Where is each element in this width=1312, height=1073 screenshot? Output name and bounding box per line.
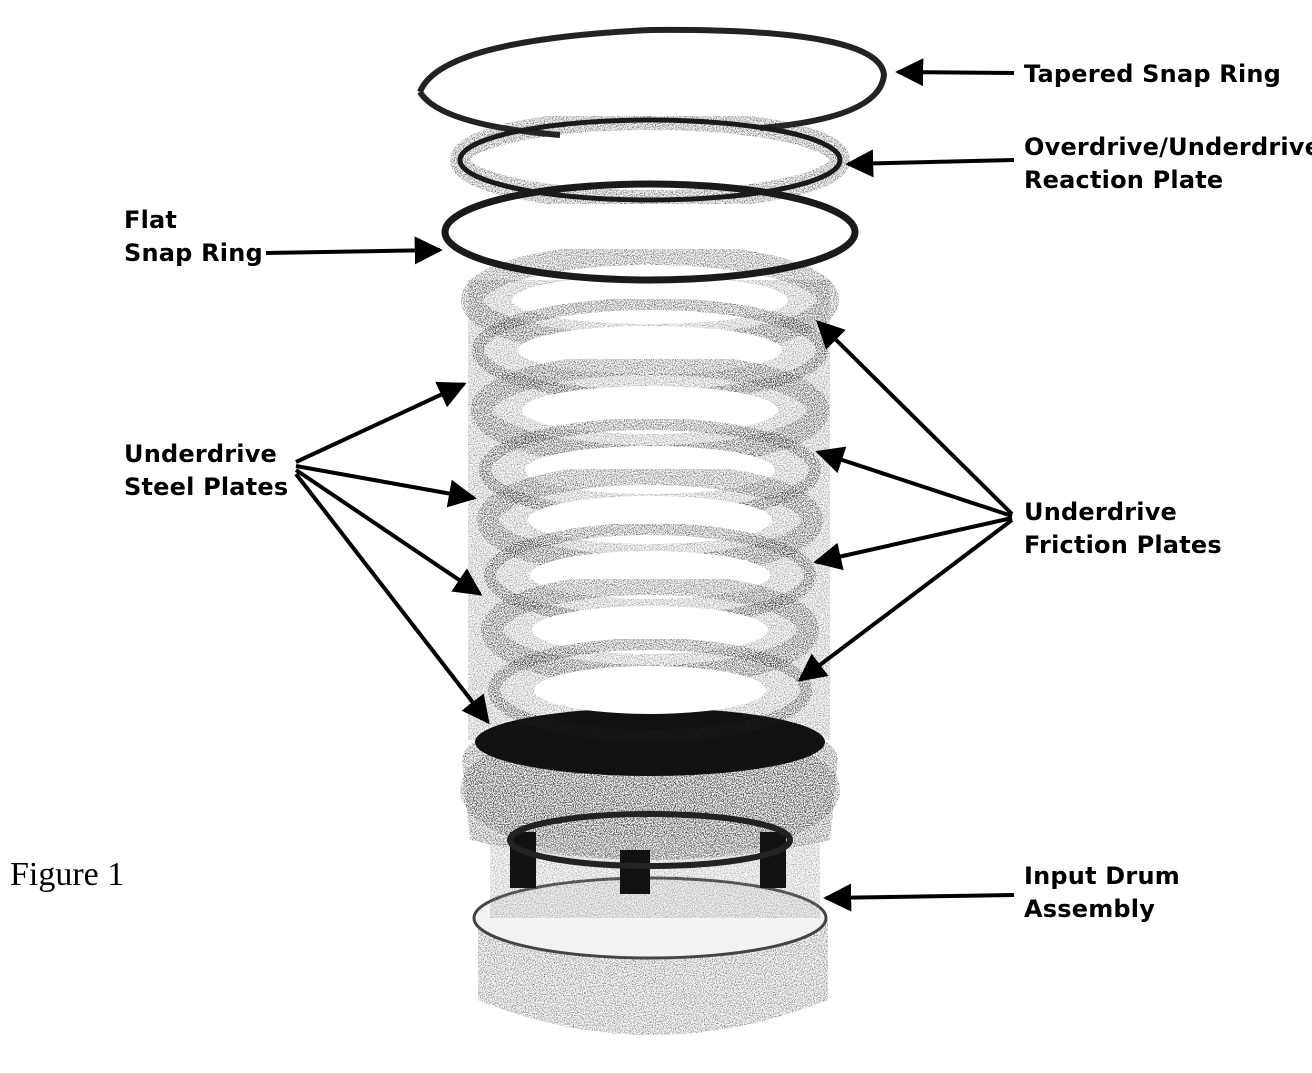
reaction-plate bbox=[450, 110, 850, 210]
arrow-friction-plate-4 bbox=[797, 518, 1014, 682]
label-reaction-plate: Overdrive/Underdrive Reaction Plate bbox=[1024, 133, 1312, 194]
input-drum-assembly bbox=[462, 708, 838, 1035]
arrow-friction-plate-3 bbox=[813, 516, 1013, 571]
leader-lines bbox=[265, 58, 1015, 912]
label-input-drum: Input Drum Assembly bbox=[1024, 862, 1180, 923]
arrow-steel-plate-4 bbox=[294, 472, 490, 725]
arrow-input-drum bbox=[823, 883, 1015, 912]
steel-plate-8 bbox=[488, 638, 812, 742]
arrow-tapered-snap-ring bbox=[895, 58, 1015, 87]
label-friction-plates: Underdrive Friction Plates bbox=[1024, 498, 1222, 559]
arrow-steel-plate-1 bbox=[295, 381, 467, 464]
arrow-steel-plate-3 bbox=[294, 468, 483, 596]
arrow-steel-plate-2 bbox=[295, 464, 477, 508]
flat-snap-ring bbox=[441, 180, 859, 284]
arrow-friction-plate-2 bbox=[815, 446, 1013, 518]
arrow-flat-snap-ring bbox=[265, 236, 443, 265]
figure-caption: Figure 1 bbox=[10, 856, 125, 893]
clutch-plate-rings bbox=[461, 243, 839, 742]
plate-center-opening bbox=[534, 666, 766, 714]
label-flat-snap-ring: Flat Snap Ring bbox=[124, 206, 263, 267]
arrow-reaction-plate bbox=[845, 149, 1015, 178]
arrow-friction-plate-1 bbox=[816, 320, 1014, 516]
label-tapered-snap-ring: Tapered Snap Ring bbox=[1024, 60, 1282, 88]
label-steel-plates: Underdrive Steel Plates bbox=[124, 440, 289, 501]
